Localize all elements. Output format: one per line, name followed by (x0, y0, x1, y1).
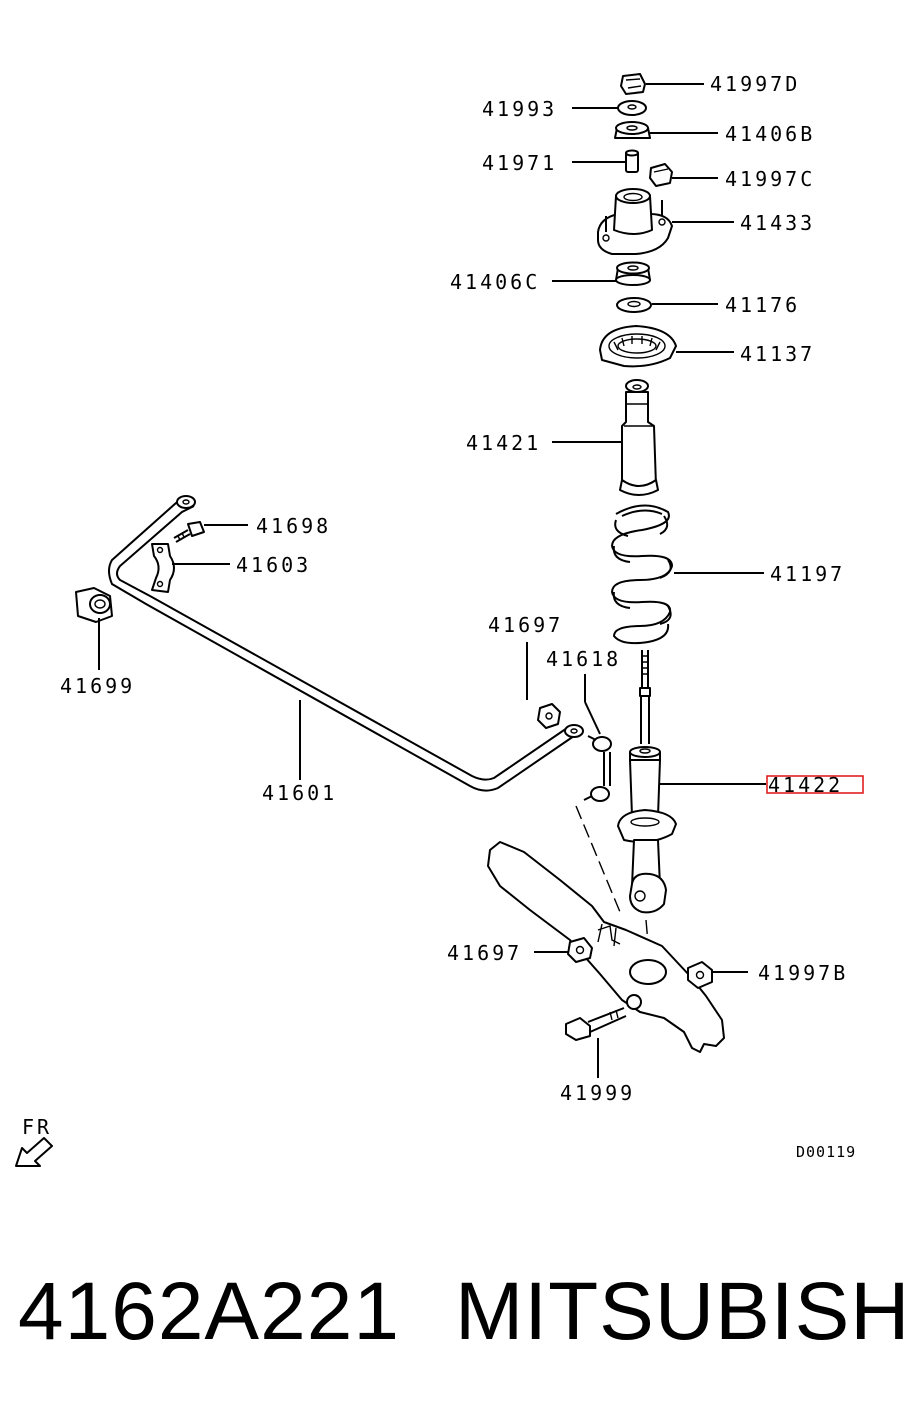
label-41997d: 41997D (710, 72, 800, 96)
label-41698: 41698 (256, 514, 331, 538)
part-41971-collar[interactable] (625, 149, 639, 173)
label-41997c: 41997C (725, 167, 815, 191)
label-41422: 41422 (768, 773, 843, 797)
part-41406b-bushing[interactable] (614, 121, 651, 139)
highlight-box (766, 775, 864, 794)
label-41433: 41433 (740, 211, 815, 235)
direction-label: FR (22, 1115, 52, 1139)
label-41697-upper: 41697 (488, 613, 563, 637)
part-41698-bolt[interactable] (173, 521, 205, 543)
part-41997d-nut[interactable] (620, 73, 646, 95)
part-41697-link-nut-upper[interactable] (537, 703, 561, 729)
front-direction-arrow-icon (15, 1137, 53, 1167)
label-41197: 41197 (770, 562, 845, 586)
assembly-line-link (575, 805, 621, 913)
part-41422-shock-absorber[interactable] (617, 650, 677, 914)
highlighted-part-label[interactable]: 41422 (766, 773, 864, 797)
label-41406c: 41406C (450, 270, 540, 294)
lower-arm[interactable] (487, 841, 725, 1053)
leader-lines (98, 83, 766, 1078)
label-41699: 41699 (60, 674, 135, 698)
part-41699-bushing[interactable] (75, 587, 113, 623)
brand-name: MITSUBISHI (455, 1266, 909, 1357)
label-41421: 41421 (466, 431, 541, 455)
part-41176-washer[interactable] (616, 297, 652, 313)
part-41603-clamp[interactable] (151, 543, 175, 593)
part-41697-lower-nut[interactable] (567, 937, 593, 963)
part-41421-bump-stop[interactable] (619, 379, 659, 496)
label-41971: 41971 (482, 151, 557, 175)
part-number: 4162A221 (18, 1266, 400, 1357)
label-41697-lower: 41697 (447, 941, 522, 965)
label-41999: 41999 (560, 1081, 635, 1105)
part-41999-bolt[interactable] (565, 1007, 627, 1041)
part-41997c-nut[interactable] (649, 163, 673, 187)
drawing-code: D00119 (796, 1143, 856, 1161)
label-41993: 41993 (482, 97, 557, 121)
label-41601: 41601 (262, 781, 337, 805)
label-41406b: 41406B (725, 122, 815, 146)
parts-diagram: 41997D 41993 41406B 41971 41997C 41433 4… (15, 72, 864, 1167)
footer: 4162A221 MITSUBISHI (0, 1262, 909, 1382)
part-41601-stabilizer-bar[interactable] (108, 495, 584, 792)
label-41997b: 41997B (758, 961, 848, 985)
part-41137-spring-seat[interactable] (599, 325, 677, 368)
label-41618: 41618 (546, 647, 621, 671)
part-41618-stabilizer-link[interactable] (583, 735, 612, 802)
part-41997b-nut[interactable] (687, 961, 713, 989)
label-41176: 41176 (725, 293, 800, 317)
part-41993-washer[interactable] (617, 100, 647, 116)
label-41137: 41137 (740, 342, 815, 366)
part-41433-strut-mount[interactable] (597, 188, 673, 255)
label-41603: 41603 (236, 553, 311, 577)
part-41406c-bushing[interactable] (615, 261, 651, 286)
part-41197-coil-spring[interactable] (610, 504, 674, 645)
